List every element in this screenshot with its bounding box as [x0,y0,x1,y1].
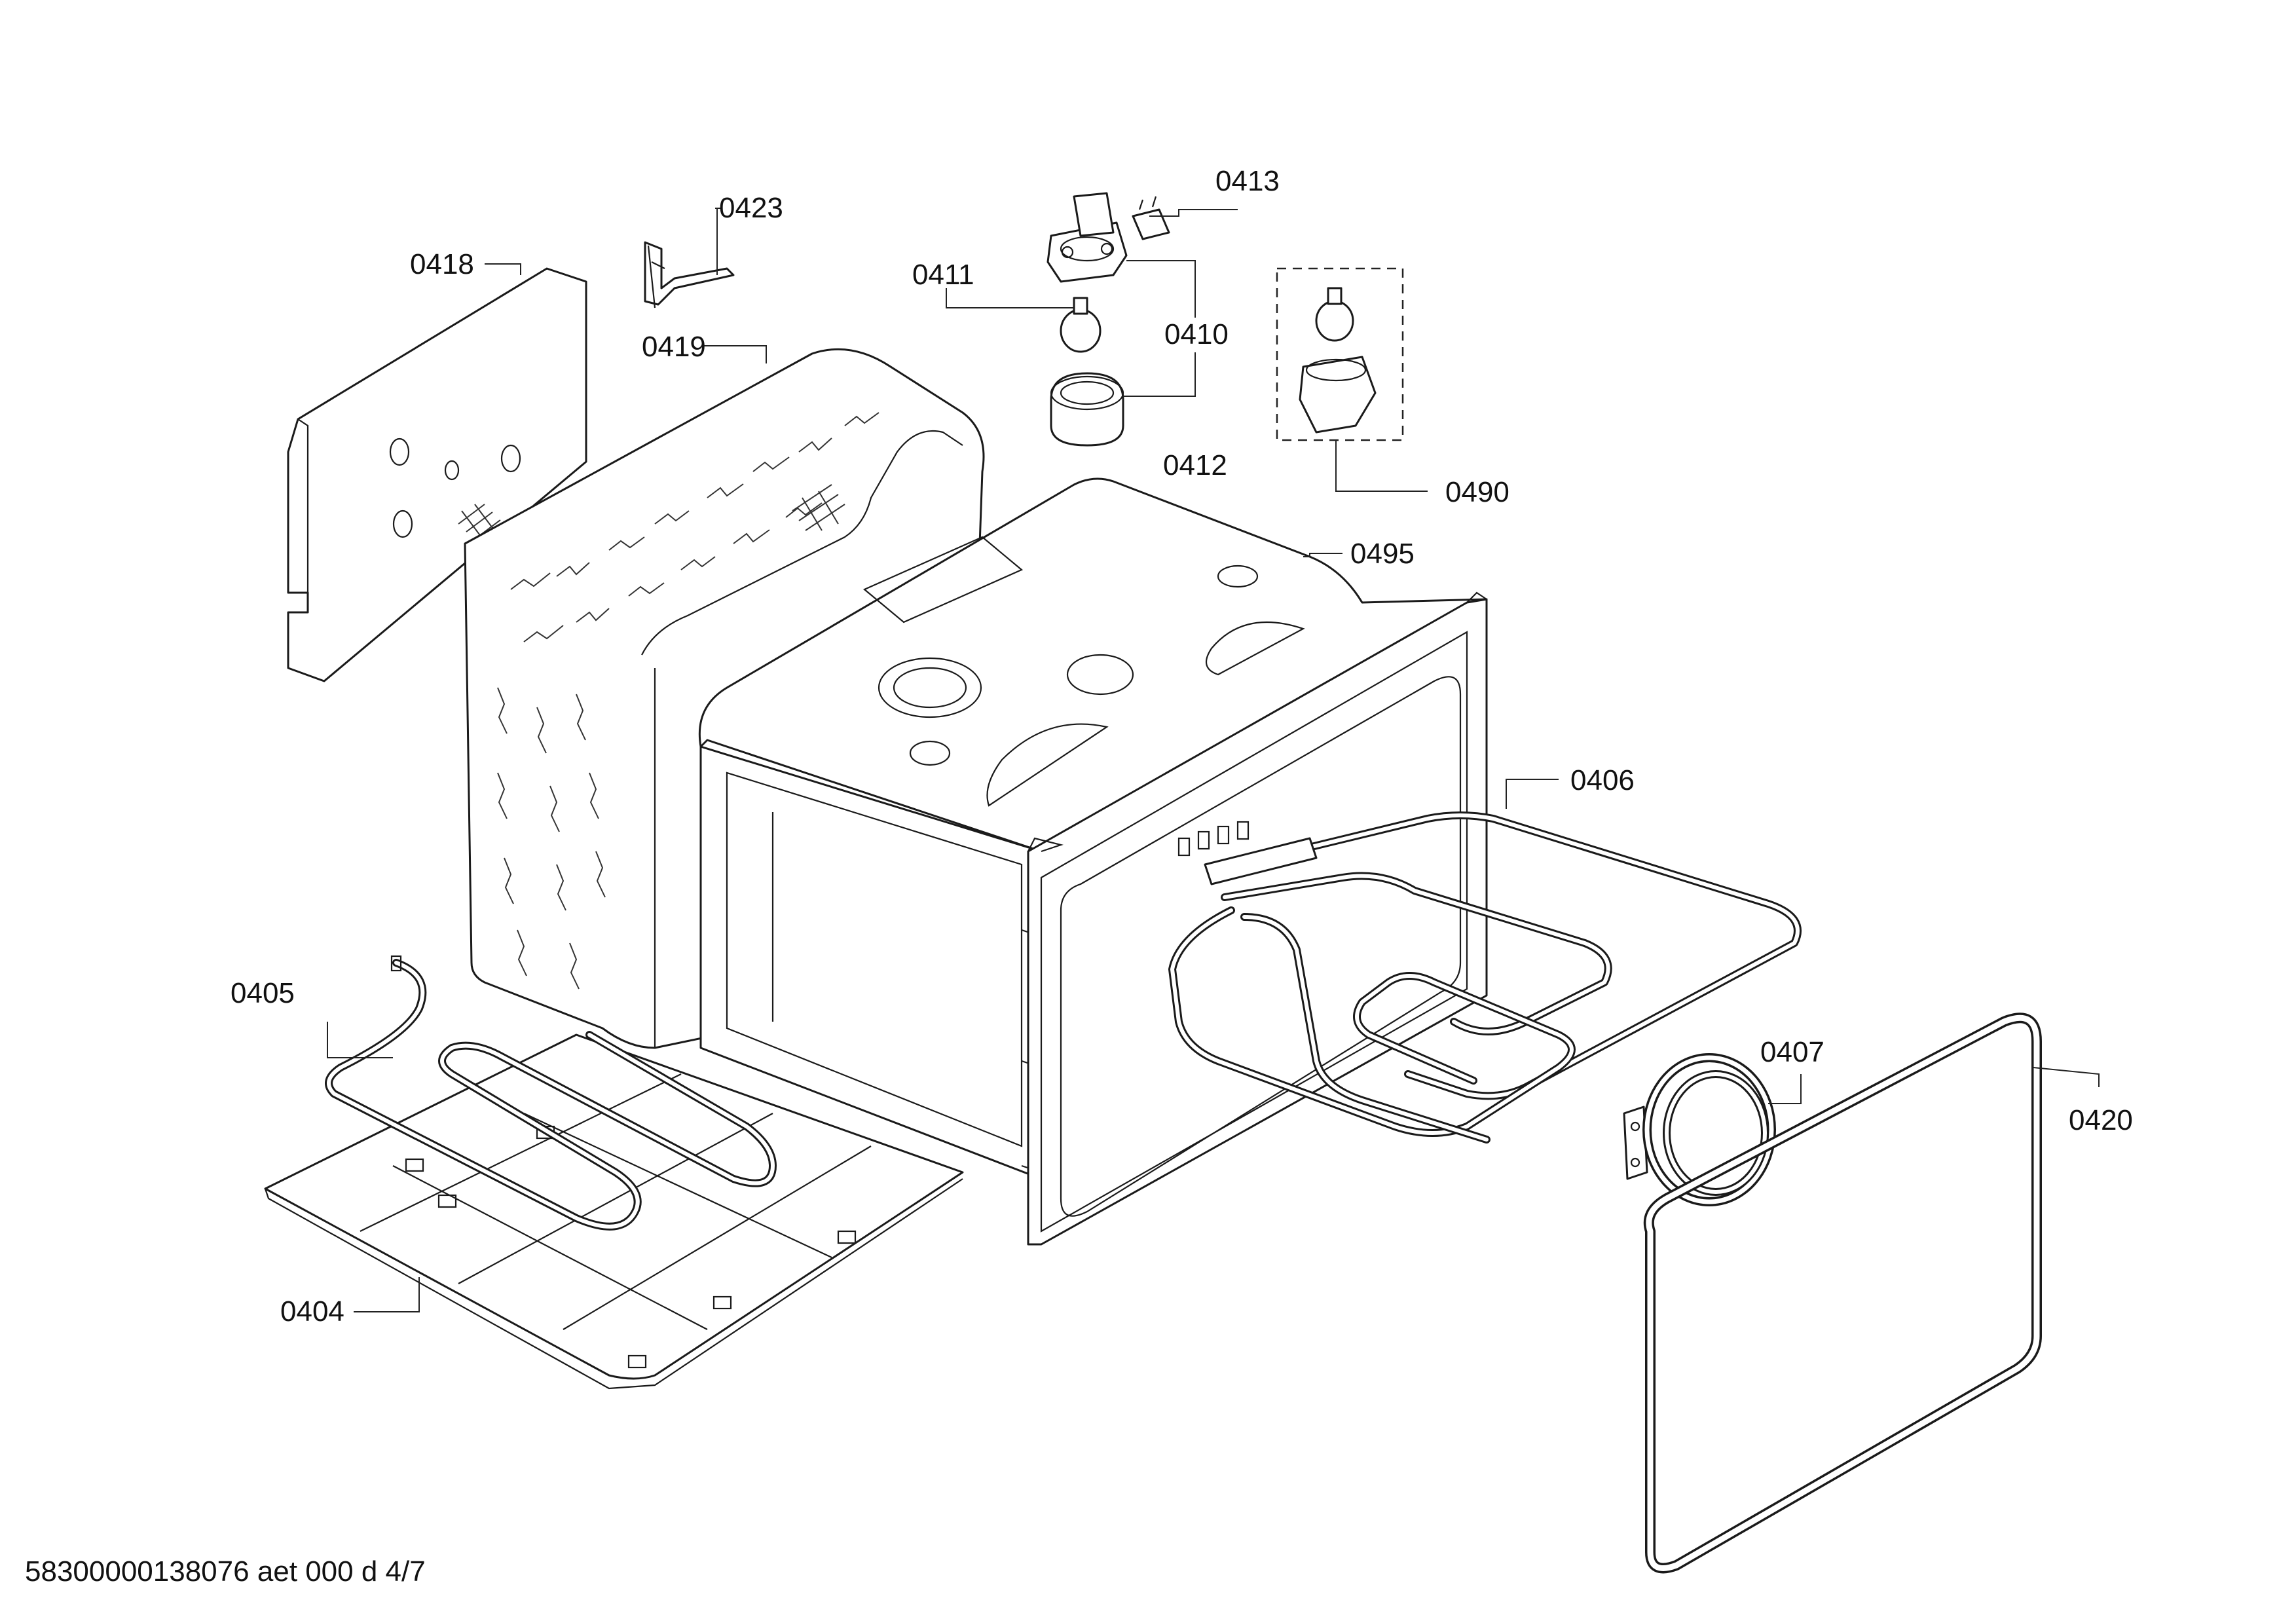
label-0410: 0410 [1164,318,1229,350]
part-0418-rear-insulation [287,267,587,682]
label-0407: 0407 [1760,1036,1824,1068]
label-0413: 0413 [1215,165,1280,197]
label-0490: 0490 [1445,476,1509,508]
label-0423: 0423 [719,192,783,224]
part-0412-lamp-ring [1050,372,1124,447]
label-0418: 0418 [410,248,474,280]
label-0405: 0405 [231,977,295,1009]
part-0410-lamp-holder [1046,192,1128,283]
part-0411-lamp-bulb [1060,297,1102,353]
part-0404-bottom-tray [264,1033,964,1390]
label-0406: 0406 [1570,764,1635,796]
label-0411: 0411 [912,259,974,291]
leader-lines [327,208,2100,1312]
part-0495-oven-cavity [698,477,1488,1180]
part-0405-bottom-heater [325,955,777,1231]
label-0420: 0420 [2069,1104,2133,1136]
label-0419: 0419 [642,331,706,363]
label-0495: 0495 [1350,538,1415,570]
part-0423-bracket [644,241,735,308]
part-labels: 0418 0423 0419 0411 0413 0410 0412 0490 … [231,165,2133,1328]
part-0413-terminal [1132,196,1170,240]
label-0412: 0412 [1163,449,1227,481]
part-0420-door-seal [1643,1013,2042,1574]
part-0490-lamp-kit [1276,267,1404,441]
label-0404: 0404 [280,1295,344,1328]
footer-drawing-code: 58300000138076 aet 000 d 4/7 [25,1555,426,1588]
part-0406-grill-element [1168,811,1802,1143]
part-0407-fan-element [1623,1053,1776,1206]
